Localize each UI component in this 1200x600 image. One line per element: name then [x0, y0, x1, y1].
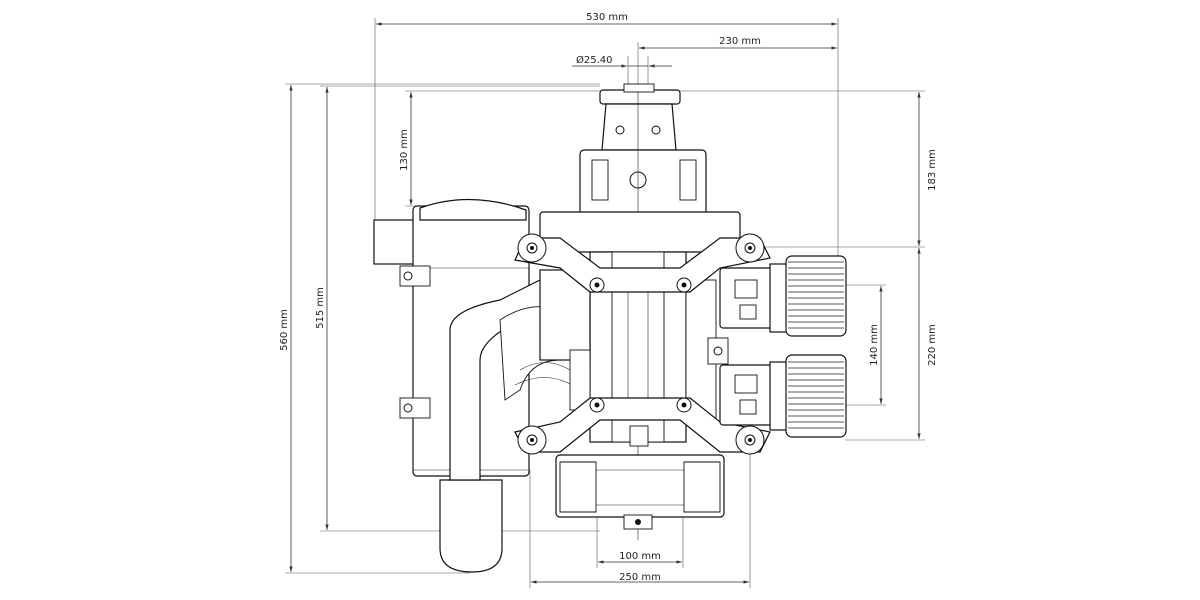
exhaust-pipe: [439, 279, 573, 573]
dimension-lines: [285, 18, 925, 588]
side-fittings: [707, 337, 729, 365]
dimension-labels: 530 mm 230 mm Ø25.40 130 mm 183 mm 560 m…: [279, 12, 938, 583]
dim-cylinder-spacing: 140 mm: [869, 324, 880, 366]
cylinder-upper: [719, 255, 847, 337]
dim-height-upper: 130 mm: [399, 129, 410, 171]
dim-height-inner: 515 mm: [315, 287, 326, 329]
cylinder-lower: [719, 354, 847, 438]
dim-width-total: 530 mm: [586, 12, 628, 23]
dim-offset-right: 230 mm: [719, 36, 761, 47]
engine-assembly: [373, 83, 847, 573]
dim-base-width: 250 mm: [619, 572, 661, 583]
base-housing: [555, 425, 725, 530]
dim-shaft-diameter: Ø25.40: [576, 54, 613, 66]
gearbox-top: [579, 83, 707, 540]
dim-cylinder-span: 220 mm: [927, 324, 938, 366]
upper-engine-mount: [514, 233, 771, 293]
lower-engine-mount: [514, 397, 771, 455]
muffler: [373, 198, 530, 477]
dim-height-total: 560 mm: [279, 309, 290, 351]
dim-base-inner: 100 mm: [619, 551, 661, 562]
dim-height-right-upper: 183 mm: [927, 149, 938, 191]
